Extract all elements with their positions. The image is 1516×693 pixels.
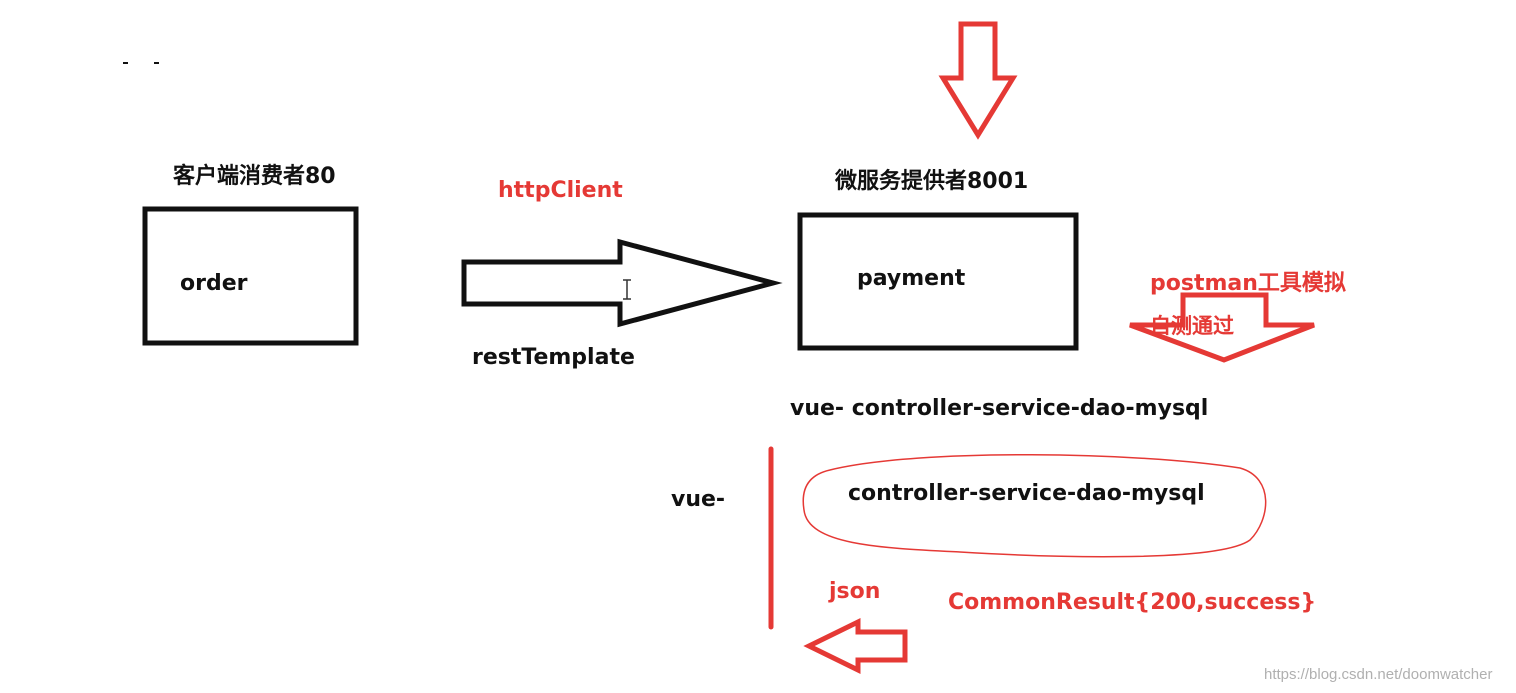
consumer-title: 客户端消费者80 [173, 164, 336, 189]
red-down-arrow-icon [938, 21, 1018, 140]
order-label: order [180, 271, 248, 296]
order-box [142, 206, 359, 346]
watermark: https://blog.csdn.net/doomwatcher [1264, 666, 1493, 683]
backend-ellipse [802, 453, 1267, 558]
red-left-arrow-icon [803, 617, 908, 675]
common-result-label: CommonResult{200,success} [948, 590, 1317, 615]
postman-down-arrow-icon [1129, 292, 1315, 363]
backend-chain-label: controller-service-dao-mysql [848, 481, 1205, 506]
full-chain-label: vue- controller-service-dao-mysql [790, 396, 1209, 421]
postman-label: postman工具模拟 [1150, 271, 1346, 296]
payment-label: payment [857, 266, 966, 291]
self-test-label: 自测通过 [1150, 314, 1234, 338]
provider-title: 微服务提供者8001 [835, 169, 1029, 194]
call-arrow [461, 238, 783, 328]
payment-box [797, 212, 1079, 351]
json-label: json [829, 579, 881, 604]
httpclient-label: httpClient [498, 178, 623, 203]
frontend-label: vue- [671, 487, 726, 512]
resttemplate-label: restTemplate [472, 345, 635, 370]
